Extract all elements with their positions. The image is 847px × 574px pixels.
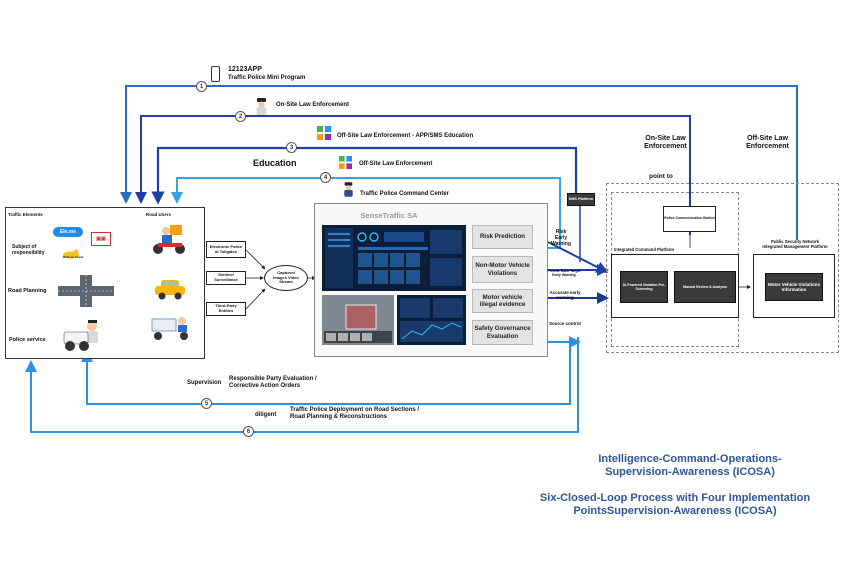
input-sentinel: Sentinel Surveillance <box>206 271 246 285</box>
app-grid-icon <box>339 156 352 174</box>
road-planning-label: Road Planning <box>8 288 47 294</box>
camera-photo <box>322 295 394 345</box>
right-outer-dashed <box>606 183 839 353</box>
off-site-app-sms-label: Off-Site Law Enforcement - APP/SMS Educa… <box>337 133 474 139</box>
police-officer-icon <box>255 98 268 120</box>
brand-badge: Ele.me <box>53 227 83 237</box>
step-3-badge: 3 <box>286 142 297 153</box>
delivery-rider-icon <box>150 225 190 260</box>
risk-arrow <box>547 241 609 273</box>
accurate-warning-label: Accurate early warning <box>549 290 581 301</box>
integrated-command-label: Integrated Command Platform <box>614 247 675 252</box>
manual-review-box: Manual Review & Analysis <box>674 271 736 303</box>
education-label: Education <box>253 158 297 168</box>
road-users-heading: Road Users <box>146 212 172 217</box>
deployment-label: Traffic Police Deployment on Road Sectio… <box>290 407 420 420</box>
command-center-label: Traffic Police Command Center <box>360 191 450 197</box>
input-electronic-police: Electronic Police at Tollgates <box>206 241 246 258</box>
app-label-1: 12123APP <box>228 66 262 73</box>
input-third-party: Third-Party Entities <box>206 302 246 316</box>
motor-evidence-box: Motor vehicle illegal evidence <box>472 289 533 313</box>
source-control-label: Source control <box>549 321 581 326</box>
loop6-line <box>25 337 579 433</box>
brand-logo-red: ▣▣ <box>91 232 111 246</box>
police-comm-station-label: Police Communication Station <box>664 216 715 220</box>
step-1-badge: 1 <box>196 81 207 92</box>
on-site-law-right: On-Site Law Enforcement <box>644 135 687 151</box>
subject-label: Subject of responsibility <box>12 244 45 256</box>
intersection-icon <box>58 275 114 312</box>
app-label-2: Traffic Police Mini Program <box>228 75 306 81</box>
police-officer-icon <box>343 182 354 202</box>
duck-icon <box>62 246 80 264</box>
responsible-label: Responsible Party Evaluation / Correctiv… <box>229 376 317 389</box>
brand-caption: Ride-on brand <box>63 255 84 259</box>
step-4-badge: 4 <box>320 172 331 183</box>
dashboard-screen <box>322 225 466 291</box>
step-5-badge: 5 <box>201 398 212 409</box>
on-site-label: On-Site Law Enforcement <box>276 102 350 108</box>
supervision-label: Supervision <box>187 380 222 386</box>
loop4-line <box>171 177 561 249</box>
app-grid-icon <box>317 126 331 145</box>
tricycle-icon <box>150 315 192 346</box>
capture-stream-ellipse: Captured Images Video Stream <box>264 265 308 291</box>
police-service-label: Police service <box>9 337 46 343</box>
traffic-elements-heading: Traffic Elements <box>8 212 43 217</box>
motor-violations-box: Motor Vehicle Violations Information <box>765 273 823 301</box>
taxi-icon <box>153 278 187 305</box>
risk-prediction-box: Risk Prediction <box>472 225 533 249</box>
loop2-line <box>135 115 691 235</box>
loop5-line <box>81 337 571 405</box>
step-2-badge: 2 <box>235 111 246 122</box>
safety-evaluation-box: Safety Governance Evaluation <box>472 320 533 345</box>
precise-target-label: Precise Each Target Early Warning <box>547 269 581 278</box>
sms-platform-box: SMS Platform <box>567 193 595 206</box>
police-comm-station-box <box>663 206 716 232</box>
analytics-screen <box>397 295 466 345</box>
footer-title-1: Intelligence-Command-Operations- Supervi… <box>598 453 782 478</box>
risk-early-label: Risk Early Warning <box>551 229 571 247</box>
diligent-label: diligent <box>255 412 277 418</box>
off-site-label: Off-Site Law Enforcement <box>359 161 433 167</box>
nonmotor-violations-box: Non-Motor Vehicle Violations <box>472 256 533 283</box>
phone-icon <box>211 66 220 82</box>
footer-title-2: Six-Closed-Loop Process with Four Implem… <box>539 492 811 517</box>
ai-prescreen-box: AI-Powered Violation Pre-Screening <box>620 271 668 303</box>
off-site-law-right: Off-Site Law Enforcement <box>746 135 789 151</box>
police-car-icon <box>62 318 102 359</box>
sensetraffic-title: SenseTraffic SA <box>360 211 418 220</box>
loop3-line <box>151 146 578 205</box>
psn-label: Public Security Network Integrated Manag… <box>762 239 828 250</box>
step-6-badge: 6 <box>243 426 254 437</box>
point-to-label: point to <box>649 173 673 180</box>
loop1-line <box>120 85 798 240</box>
